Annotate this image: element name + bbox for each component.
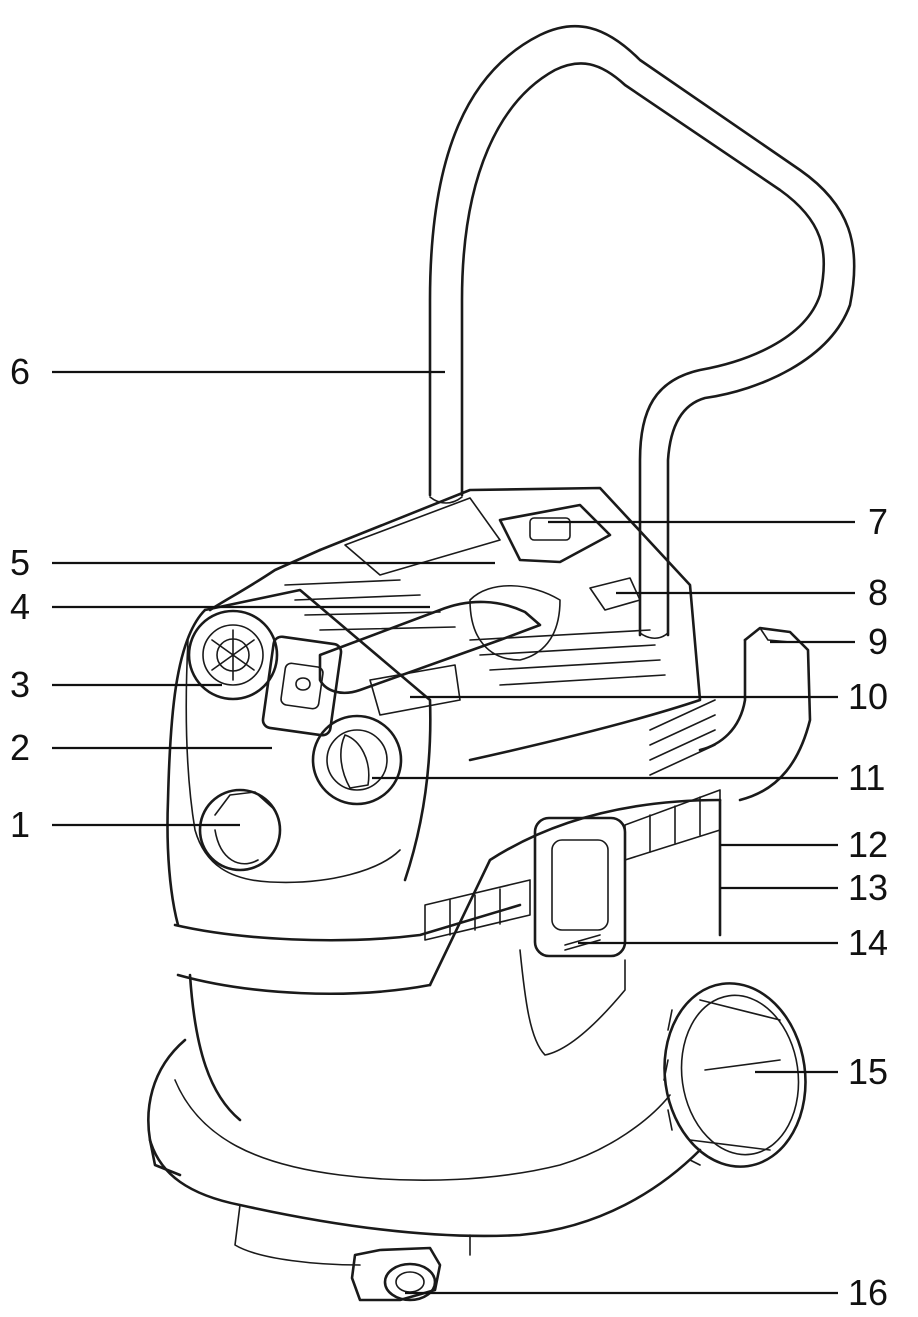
callout-12: 12 xyxy=(848,824,888,865)
front-panel xyxy=(187,609,403,872)
callout-15: 15 xyxy=(848,1051,888,1092)
callout-2: 2 xyxy=(10,727,30,768)
callout-5: 5 xyxy=(10,542,30,583)
callout-11: 11 xyxy=(848,757,885,798)
lid-details xyxy=(284,497,666,716)
callout-10: 10 xyxy=(848,676,888,717)
callout-8: 8 xyxy=(868,572,888,613)
callout-3: 3 xyxy=(10,664,30,705)
handle xyxy=(428,24,856,640)
callout-14: 14 xyxy=(848,922,888,963)
callout-7: 7 xyxy=(868,501,888,542)
callout-6: 6 xyxy=(10,351,30,392)
callout-9: 9 xyxy=(868,621,888,662)
rear-wheel xyxy=(663,982,807,1168)
callout-4: 4 xyxy=(10,586,30,627)
callouts: 6 5 4 3 2 1 7 8 9 10 11 12 13 14 15 16 xyxy=(10,351,888,1313)
callout-16: 16 xyxy=(848,1272,888,1313)
callout-13: 13 xyxy=(848,867,888,908)
vacuum-body xyxy=(147,486,812,1266)
callout-1: 1 xyxy=(10,804,30,845)
